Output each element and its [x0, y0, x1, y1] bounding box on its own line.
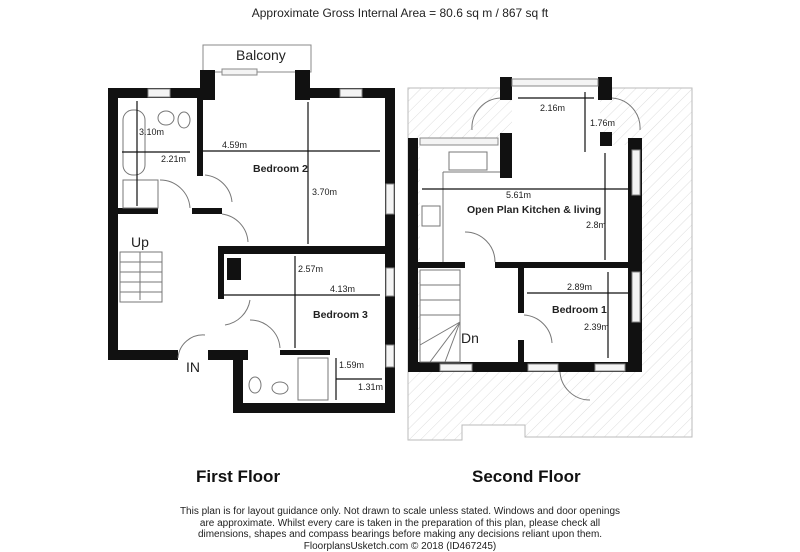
entrance-label: IN — [186, 359, 200, 375]
bedroom-2-label: Bedroom 2 — [253, 163, 308, 175]
second-floor-title: Second Floor — [472, 467, 581, 486]
disclaimer-line: are approximate. Whilst every care is ta… — [199, 517, 601, 529]
balcony — [202, 44, 312, 73]
bedroom-1-height-dim: 2.39m — [584, 322, 609, 332]
copyright: FloorplansUsketch.com © 2018 (ID467245) — [303, 540, 497, 552]
kitchen-height-dim: 2.8m — [586, 220, 606, 230]
first-floor-title: First Floor — [196, 467, 280, 486]
stairs-down-label: Dn — [461, 330, 479, 346]
bay-height-dim: 1.76m — [590, 118, 615, 128]
bedroom-1-width-dim: 2.89m — [567, 282, 592, 292]
kitchen-width-dim: 5.61m — [506, 190, 531, 200]
bay-width-dim: 2.16m — [540, 103, 565, 113]
disclaimer: This plan is for layout guidance only. N… — [150, 506, 650, 552]
ensuite-width-dim: 1.31m — [358, 382, 383, 392]
bedroom-3-height-dim: 2.57m — [298, 264, 323, 274]
balcony-label: Balcony — [236, 47, 286, 63]
bedroom-2-height-dim: 3.70m — [312, 187, 337, 197]
bedroom-3-width-dim: 4.13m — [330, 284, 355, 294]
bathroom-width-dim: 2.21m — [161, 154, 186, 164]
gross-area-heading: Approximate Gross Internal Area = 80.6 s… — [251, 6, 549, 20]
second-floor-plan: 2.16m 1.76m 5.61m 2.8m Open Plan Kitchen… — [407, 77, 693, 441]
bedroom-1-label: Bedroom 1 — [552, 304, 607, 316]
disclaimer-line: This plan is for layout guidance only. N… — [179, 506, 621, 517]
bedroom-3-label: Bedroom 3 — [313, 309, 368, 321]
kitchen-living-label: Open Plan Kitchen & living — [467, 204, 601, 216]
bedroom-2-width-dim: 4.59m — [222, 140, 247, 150]
bathroom-height-dim: 3.10m — [139, 127, 164, 137]
disclaimer-line: dimensions, shapes and compass bearings … — [197, 529, 603, 540]
first-floor-plan: Balcony Bedroom 2 Bedroom 3 Up IN 3.10m … — [108, 44, 395, 413]
stairs-up-label: Up — [131, 234, 149, 250]
ensuite-height-dim: 1.59m — [339, 360, 364, 370]
